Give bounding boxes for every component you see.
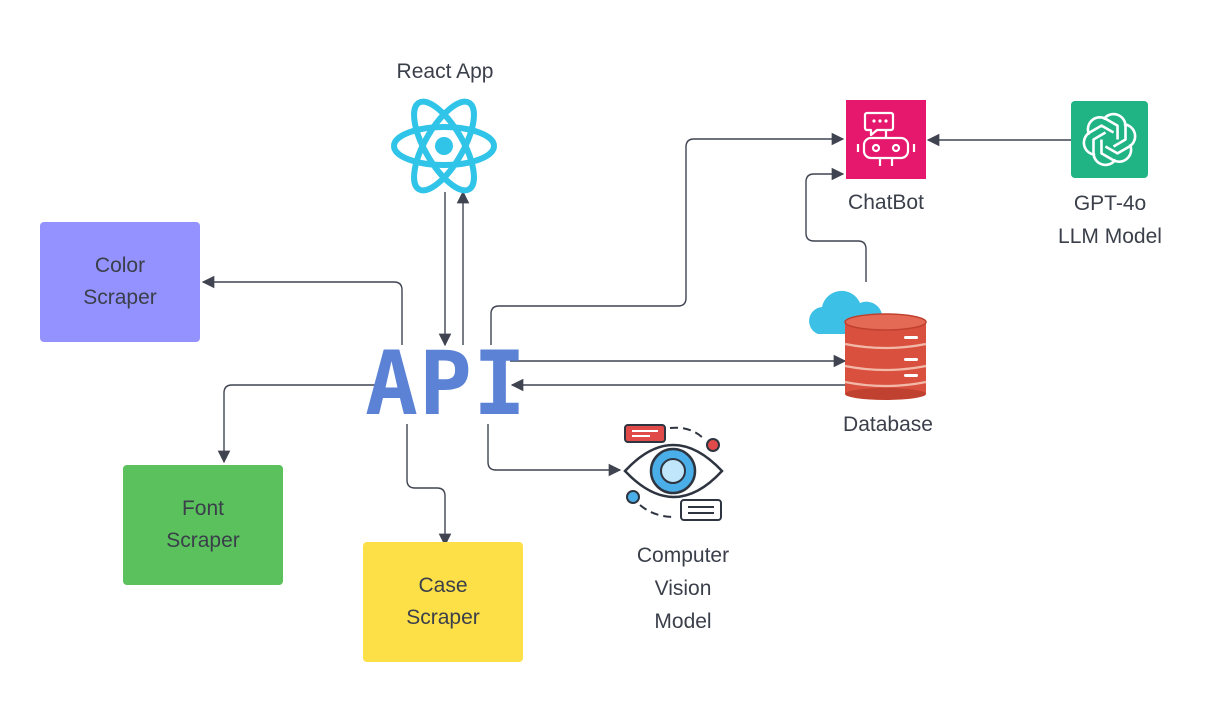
api-text: API — [365, 332, 527, 435]
openai-icon — [1071, 101, 1148, 178]
gpt-line1: GPT-4o — [1073, 192, 1147, 215]
computer-vision-label: Computer Vision Model — [603, 539, 763, 638]
edge-api-to-case — [406, 424, 452, 547]
database-icon — [844, 313, 927, 400]
react-app-label: React App — [396, 60, 494, 83]
edge-api-to-vision — [487, 424, 622, 477]
gpt-label: GPT-4o LLM Model — [1030, 187, 1190, 253]
edge-api-to-chatbot — [490, 132, 845, 345]
chatbot-label: ChatBot — [848, 191, 924, 214]
case-scraper-line2: Scraper — [406, 606, 480, 629]
font-scraper-line2: Scraper — [166, 529, 240, 552]
case-scraper-node: Case Scraper — [363, 542, 523, 662]
edge-api-to-font — [217, 384, 384, 464]
edge-api-to-color — [201, 275, 403, 345]
font-scraper-line1: Font — [181, 497, 225, 520]
color-scraper-node: Color Scraper — [40, 222, 200, 342]
edge-database-to-chatbot — [805, 167, 867, 282]
database-label: Database — [843, 413, 933, 436]
computer-vision-line2: Vision — [654, 577, 712, 600]
font-scraper-node: Font Scraper — [123, 465, 283, 585]
case-scraper-line1: Case — [418, 574, 468, 597]
color-scraper-line2: Scraper — [83, 286, 157, 309]
computer-vision-line3: Model — [654, 610, 712, 633]
react-icon — [391, 98, 497, 194]
color-scraper-line1: Color — [94, 254, 146, 277]
computer-vision-line1: Computer — [636, 544, 730, 567]
eye-icon — [623, 424, 724, 521]
chatbot-icon — [846, 100, 926, 179]
gpt-line2: LLM Model — [1058, 225, 1162, 248]
